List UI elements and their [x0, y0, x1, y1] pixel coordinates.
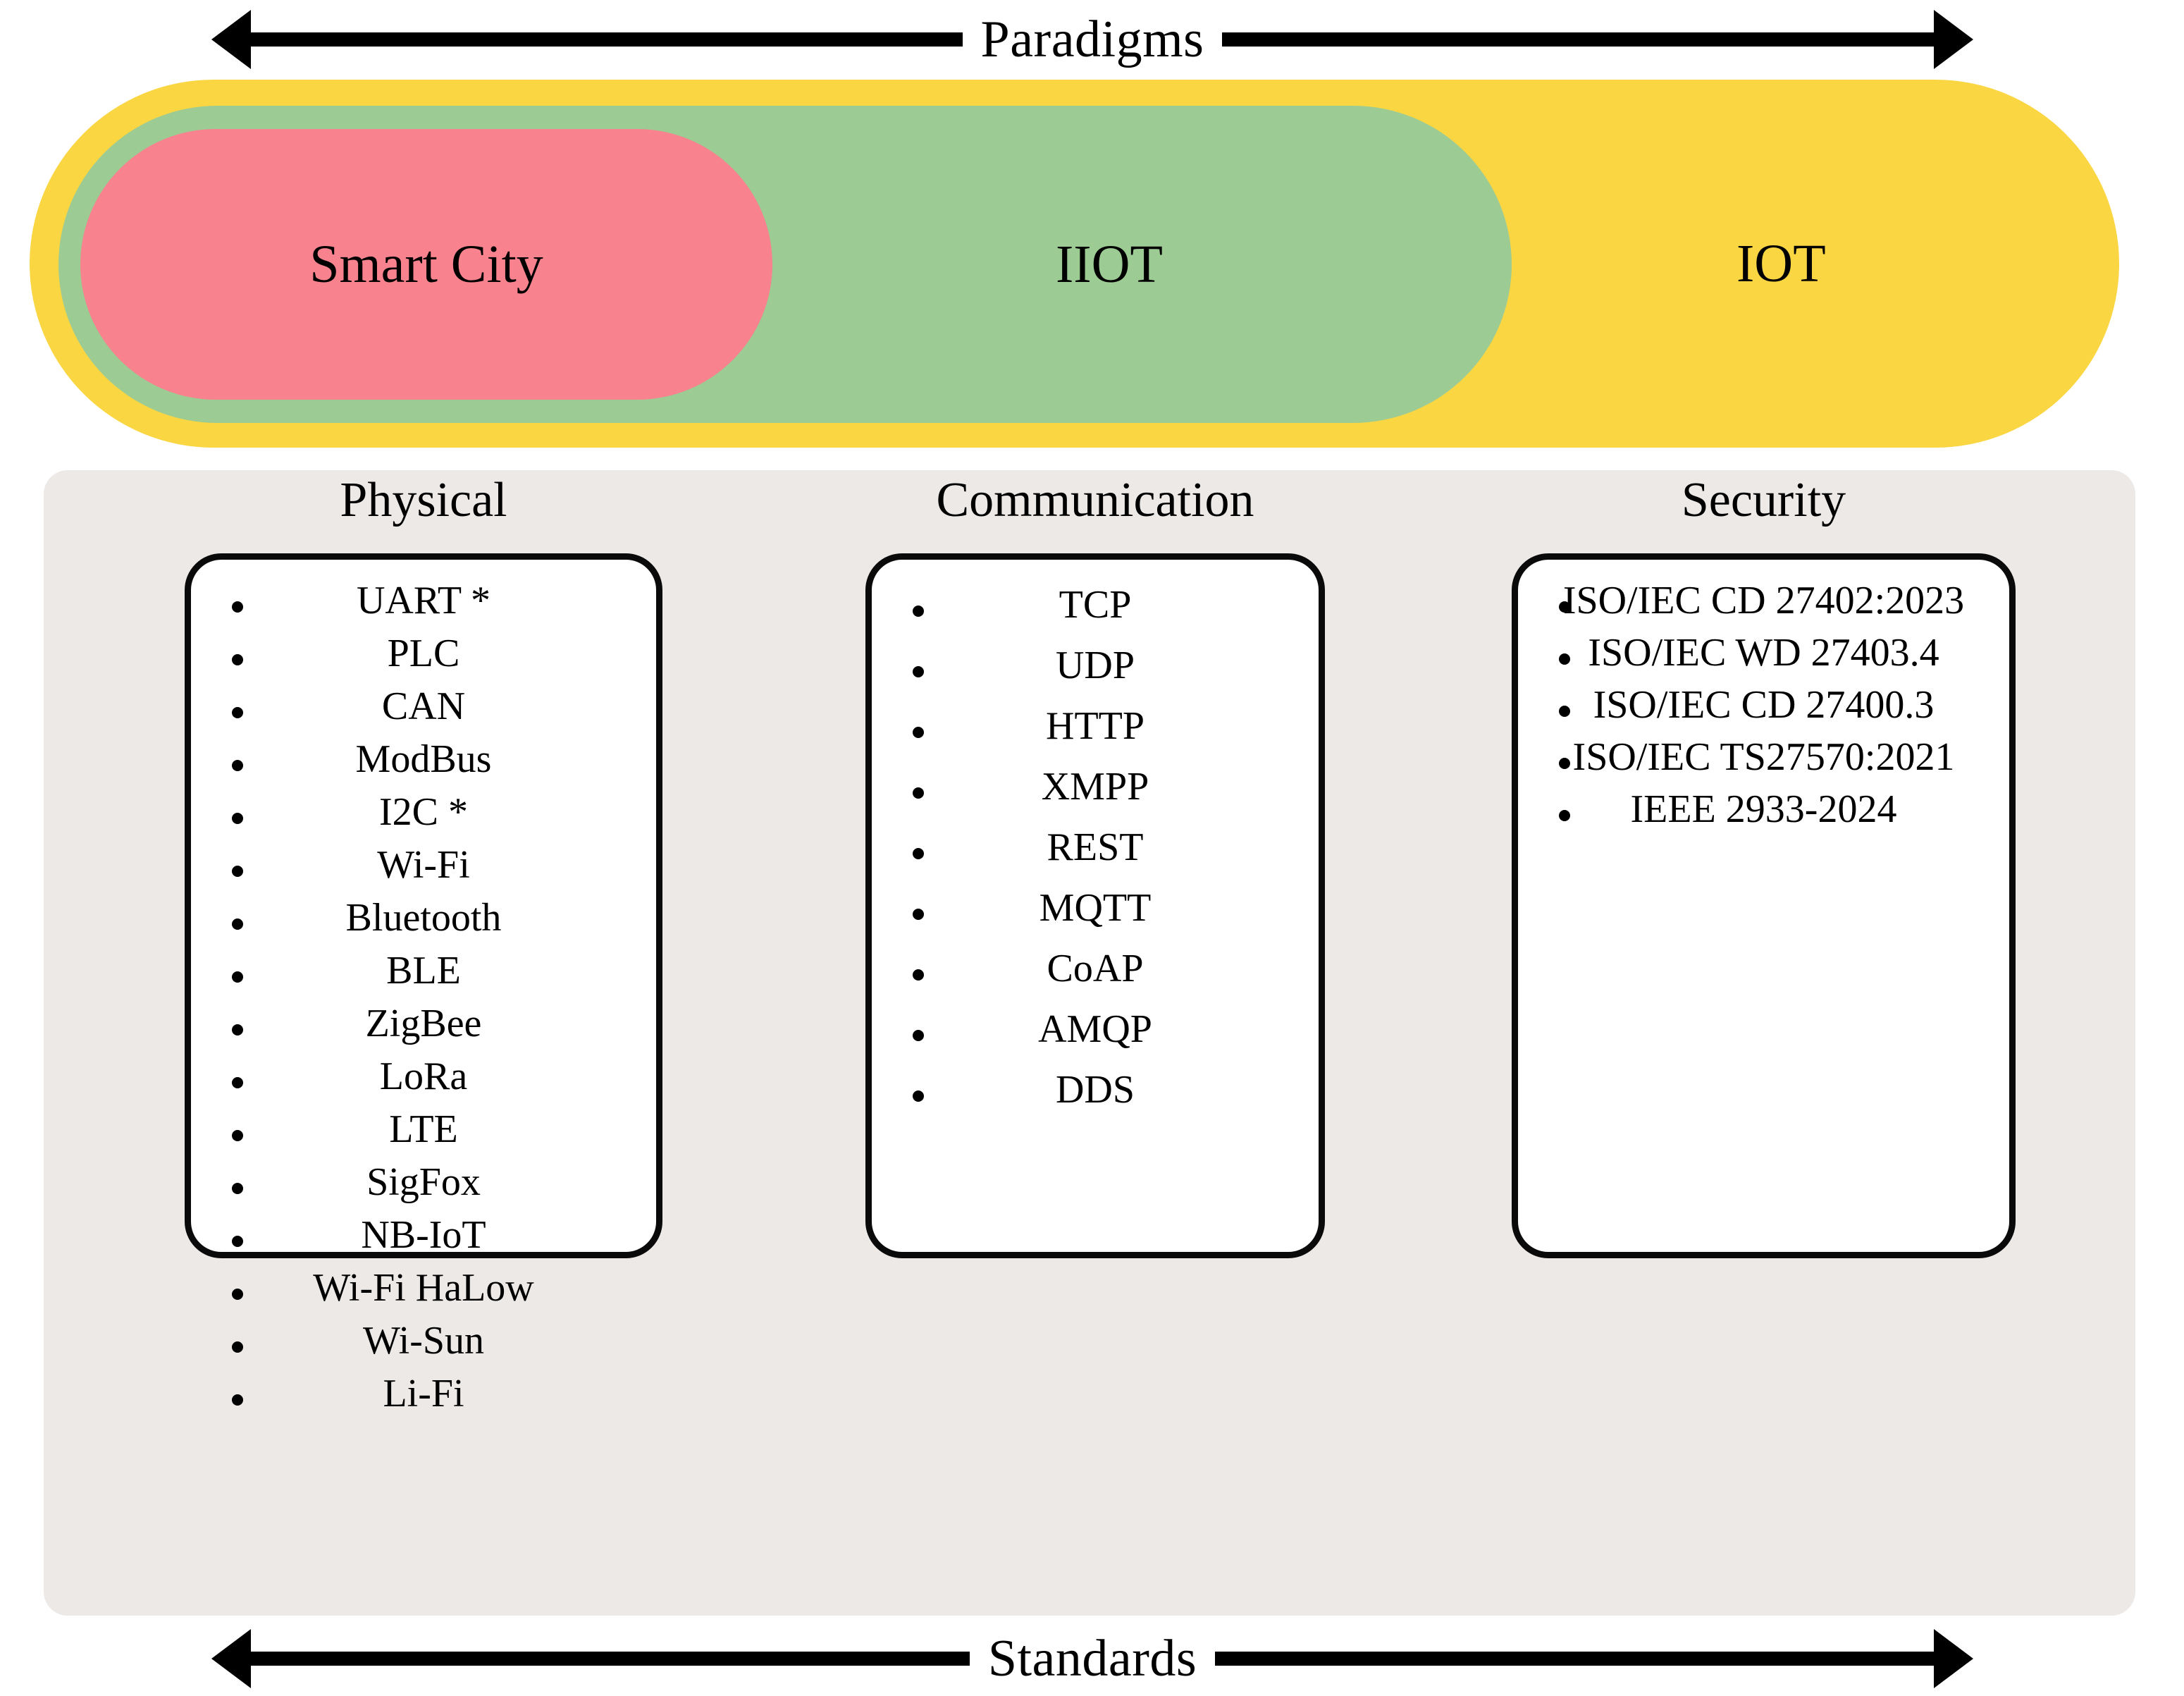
bullet-icon — [913, 1030, 924, 1042]
axis-bar-right — [1222, 32, 1944, 47]
bullet-icon — [913, 666, 924, 678]
bullet-icon — [232, 1341, 243, 1353]
bullet-icon — [913, 1090, 924, 1102]
bullet-icon — [1559, 601, 1570, 613]
list-item[interactable]: LTE — [191, 1110, 656, 1149]
list-item[interactable]: IEEE 2933-2024 — [1518, 789, 2009, 829]
standards-list-physical: UART * PLC CAN ModBus I2C * Wi-Fi Blueto… — [191, 581, 656, 1413]
bullet-icon — [913, 787, 924, 799]
bullet-icon — [913, 727, 924, 739]
bullet-icon — [232, 813, 243, 825]
list-item[interactable]: XMPP — [872, 767, 1319, 806]
list-item[interactable]: ISO/IEC TS27570:2021 — [1518, 737, 2009, 777]
paradigms-axis: Paradigms — [211, 0, 1973, 79]
standards-box-physical: UART * PLC CAN ModBus I2C * Wi-Fi Blueto… — [185, 553, 662, 1413]
list-item[interactable]: ISO/IEC CD 27400.3 — [1518, 685, 2009, 725]
bullet-icon — [232, 918, 243, 930]
standards-panel: Physical Communication Security UART * P… — [44, 470, 2135, 1616]
list-item[interactable]: ISO/IEC CD 27402:2023 — [1518, 581, 2009, 620]
list-item[interactable]: Wi-Fi — [191, 845, 656, 885]
list-item[interactable]: SigFox — [191, 1162, 656, 1202]
list-item[interactable]: ISO/IEC WD 27403.4 — [1518, 633, 2009, 672]
list-item[interactable]: LoRa — [191, 1057, 656, 1096]
bullet-icon — [232, 1077, 243, 1089]
standards-box-communication: TCP UDP HTTP XMPP REST MQTT CoAP AMQP DD… — [865, 553, 1325, 1258]
bullet-icon — [232, 1130, 243, 1142]
list-item[interactable]: Wi-Sun — [191, 1321, 656, 1360]
standards-axis-left-segment — [211, 1621, 970, 1696]
paradigm-pill-smart-city[interactable]: Smart City — [80, 129, 772, 400]
list-item[interactable]: DDS — [872, 1070, 1319, 1110]
column-header-security: Security — [1681, 473, 1846, 527]
bullet-icon — [913, 606, 924, 617]
list-item[interactable]: Bluetooth — [191, 898, 656, 938]
list-item[interactable]: ModBus — [191, 739, 656, 779]
bullet-icon — [232, 707, 243, 719]
paradigm-label-iiot: IIOT — [1056, 235, 1163, 294]
bullet-icon — [232, 1289, 243, 1301]
axis-bar-left — [241, 1652, 970, 1666]
standards-list-communication: TCP UDP HTTP XMPP REST MQTT CoAP AMQP DD… — [872, 585, 1319, 1110]
paradigm-label-smart-city: Smart City — [309, 235, 543, 294]
paradigms-label: Paradigms — [980, 11, 1204, 68]
list-item[interactable]: UDP — [872, 646, 1319, 685]
bullet-icon — [1559, 653, 1570, 665]
list-item[interactable]: Wi-Fi HaLow — [191, 1268, 656, 1308]
list-item[interactable]: HTTP — [872, 706, 1319, 746]
list-item[interactable]: Li-Fi — [191, 1374, 656, 1413]
paradigms-axis-right-segment — [1222, 0, 1973, 79]
standards-list-security: ISO/IEC CD 27402:2023 ISO/IEC WD 27403.4… — [1518, 581, 2009, 829]
bullet-icon — [232, 1183, 243, 1195]
bullet-icon — [913, 909, 924, 921]
list-item[interactable]: I2C * — [191, 792, 656, 832]
list-item[interactable]: PLC — [191, 634, 656, 673]
standards-label: Standards — [987, 1630, 1197, 1688]
paradigm-label-iot: IOT — [1736, 234, 1826, 293]
list-item[interactable]: NB-IoT — [191, 1215, 656, 1255]
standards-axis: Standards — [211, 1621, 1974, 1696]
paradigms-axis-left-segment — [211, 0, 963, 79]
bullet-icon — [913, 969, 924, 981]
list-item[interactable]: TCP — [872, 585, 1319, 625]
bullet-icon — [1559, 706, 1570, 718]
list-item[interactable]: UART * — [191, 581, 656, 620]
bullet-icon — [232, 654, 243, 666]
bullet-icon — [1559, 758, 1570, 770]
bullet-icon — [1559, 810, 1570, 822]
axis-bar-right — [1215, 1652, 1944, 1666]
list-item[interactable]: BLE — [191, 951, 656, 990]
standards-axis-right-segment — [1215, 1621, 1974, 1696]
column-header-physical: Physical — [340, 473, 507, 527]
bullet-icon — [232, 866, 243, 878]
bullet-icon — [232, 971, 243, 983]
column-header-communication: Communication — [936, 473, 1254, 527]
arrow-right-icon — [1934, 10, 1973, 69]
standards-box-security: ISO/IEC CD 27402:2023 ISO/IEC WD 27403.4… — [1512, 553, 2016, 1258]
axis-bar-left — [241, 32, 963, 47]
arrow-right-icon — [1934, 1629, 1974, 1688]
list-item[interactable]: CoAP — [872, 949, 1319, 988]
bullet-icon — [232, 601, 243, 613]
list-item[interactable]: AMQP — [872, 1009, 1319, 1049]
list-item[interactable]: ZigBee — [191, 1004, 656, 1043]
bullet-icon — [232, 1236, 243, 1248]
paradigm-pills-group: IOT IIOT Smart City — [30, 80, 2119, 448]
list-item[interactable]: REST — [872, 828, 1319, 867]
list-item[interactable]: CAN — [191, 687, 656, 726]
bullet-icon — [232, 1394, 243, 1406]
bullet-icon — [232, 760, 243, 772]
bullet-icon — [913, 848, 924, 860]
bullet-icon — [232, 1024, 243, 1036]
list-item[interactable]: MQTT — [872, 888, 1319, 928]
